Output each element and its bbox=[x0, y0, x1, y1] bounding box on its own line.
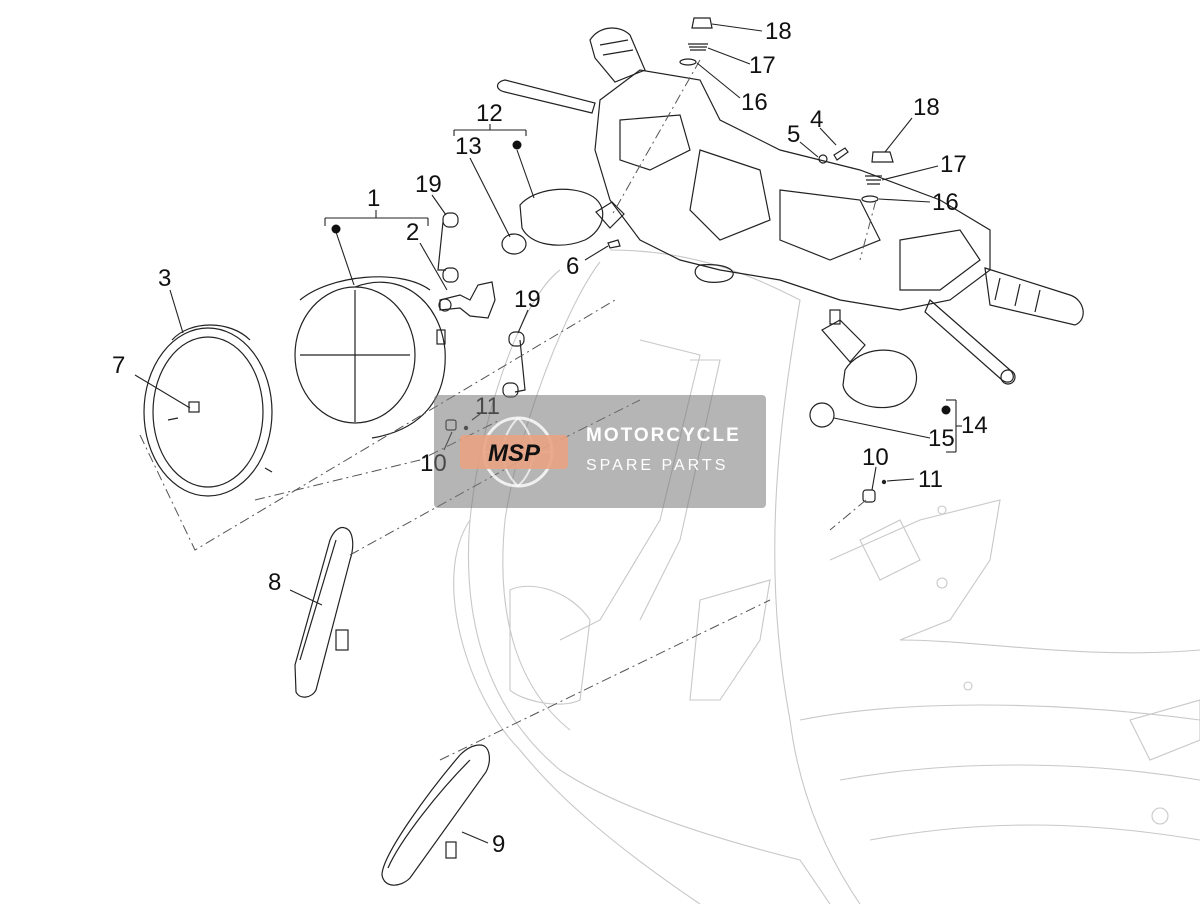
watermark-banner: MSP MOTORCYCLE SPARE PARTS bbox=[434, 395, 766, 508]
callout-8: 8 bbox=[268, 569, 281, 596]
callout-16-right: 16 bbox=[932, 189, 959, 216]
watermark-line-2: SPARE PARTS bbox=[586, 457, 729, 474]
callout-19-lower: 19 bbox=[514, 286, 541, 313]
callout-6: 6 bbox=[566, 253, 579, 280]
callout-12: 12 bbox=[476, 100, 503, 127]
callout-18-right: 18 bbox=[913, 94, 940, 121]
callout-17-top: 17 bbox=[749, 52, 776, 79]
callout-9: 9 bbox=[492, 831, 505, 858]
handlebar-assembly bbox=[496, 27, 1084, 385]
right-turn-signal bbox=[809, 309, 917, 428]
callout-4: 4 bbox=[810, 106, 823, 133]
callout-3: 3 bbox=[158, 265, 171, 292]
side-lens bbox=[381, 744, 490, 886]
callout-14: 14 bbox=[961, 412, 988, 439]
callout-17-right: 17 bbox=[940, 151, 967, 178]
callout-15: 15 bbox=[928, 425, 955, 452]
bulb-socket bbox=[438, 281, 496, 319]
callout-2: 2 bbox=[406, 219, 419, 246]
callout-7: 7 bbox=[112, 352, 125, 379]
callout-19-upper: 19 bbox=[415, 171, 442, 198]
callout-18-top: 18 bbox=[765, 18, 792, 45]
callout-10-right: 10 bbox=[862, 444, 889, 471]
callout-labels: 18 17 16 18 17 16 4 5 6 1 2 3 7 8 9 19 1… bbox=[112, 18, 988, 858]
callout-5: 5 bbox=[787, 121, 800, 148]
headlight-trim-ring bbox=[143, 324, 273, 497]
msp-logo-text: MSP bbox=[488, 440, 541, 467]
headlight-unit bbox=[294, 276, 446, 439]
callout-1: 1 bbox=[367, 185, 380, 212]
scooter-body-outline bbox=[453, 249, 1200, 905]
callout-16-top: 16 bbox=[741, 89, 768, 116]
callout-13: 13 bbox=[455, 133, 482, 160]
callout-11-right: 11 bbox=[918, 466, 943, 493]
front-reflector bbox=[294, 526, 354, 698]
left-turn-signal bbox=[501, 188, 625, 255]
watermark-line-1: MOTORCYCLE bbox=[586, 425, 741, 446]
spring-clip-upper bbox=[437, 212, 459, 283]
bullet-markers bbox=[331, 140, 951, 415]
msp-logo: MSP bbox=[460, 416, 568, 488]
